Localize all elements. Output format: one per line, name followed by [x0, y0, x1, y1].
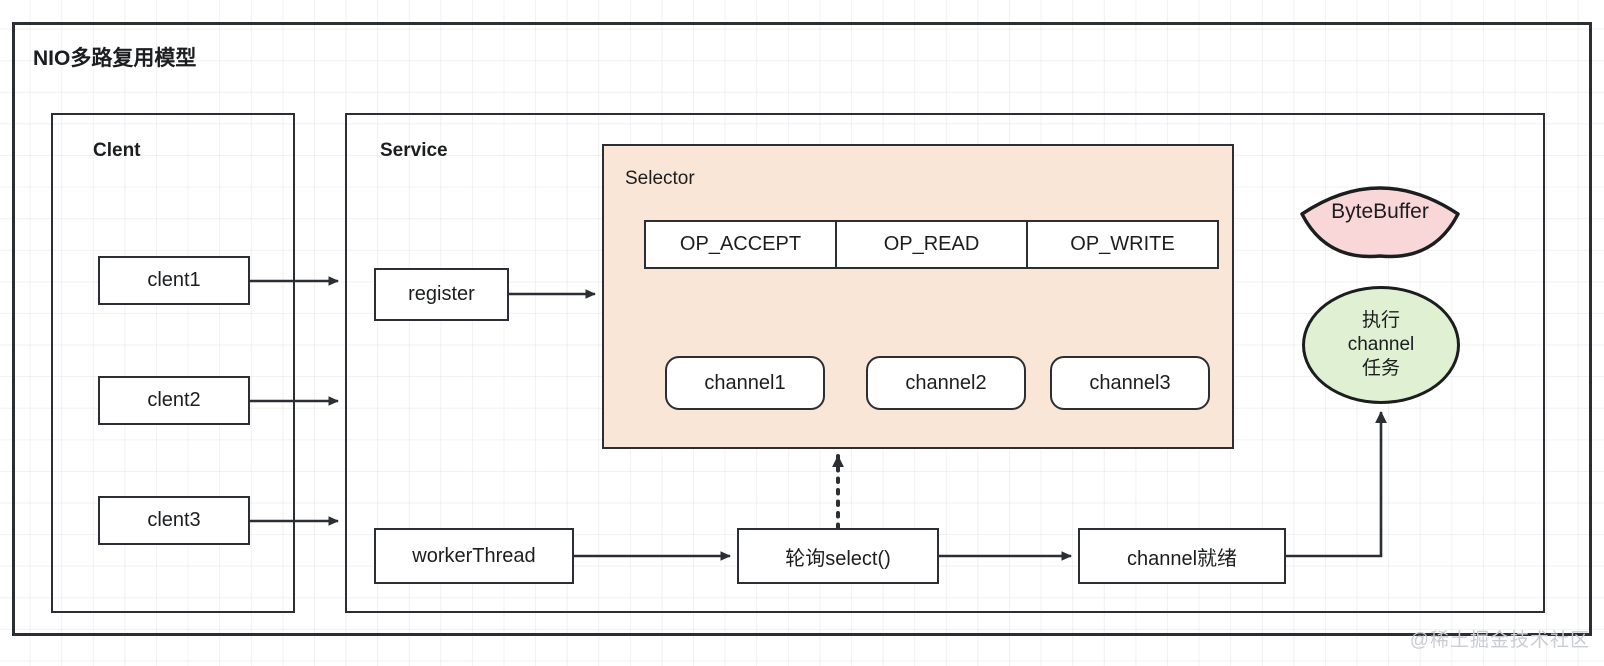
- clent3-node[interactable]: clent3: [98, 496, 250, 545]
- worker-thread-node[interactable]: workerThread: [374, 528, 574, 584]
- select-poll-node[interactable]: 轮询select(): [737, 528, 939, 584]
- clent2-node[interactable]: clent2: [98, 376, 250, 425]
- channel2-node[interactable]: channel2: [866, 356, 1026, 410]
- watermark: @稀土掘金技术社区: [1409, 630, 1590, 651]
- task-line-1: 执行: [1361, 309, 1400, 331]
- channel3-node[interactable]: channel3: [1050, 356, 1210, 410]
- client-section: [51, 113, 295, 613]
- service-section: [345, 113, 1545, 613]
- register-node[interactable]: register: [374, 268, 509, 321]
- channel1-node[interactable]: channel1: [665, 356, 825, 410]
- task-line-2: channel: [1347, 333, 1415, 355]
- selector-title: Selector: [625, 168, 695, 189]
- task-line-3: 任务: [1361, 358, 1400, 380]
- op-interest-row: OP_ACCEPT OP_READ OP_WRITE: [644, 220, 1219, 269]
- outer-frame: [12, 22, 1592, 636]
- service-section-label: Service: [380, 140, 448, 161]
- op-accept-cell[interactable]: OP_ACCEPT: [646, 222, 837, 267]
- bytebuffer-node[interactable]: ByteBuffer: [1294, 166, 1466, 259]
- execute-channel-task-circle[interactable]: 执行 channel 任务: [1302, 286, 1460, 404]
- clent1-node[interactable]: clent1: [98, 256, 250, 305]
- diagram-title: NIO多路复用模型: [33, 47, 197, 70]
- client-section-label: Clent: [93, 140, 141, 161]
- op-write-cell[interactable]: OP_WRITE: [1070, 233, 1175, 255]
- op-read-cell[interactable]: OP_READ: [837, 222, 1028, 267]
- channel-ready-node[interactable]: channel就绪: [1078, 528, 1286, 584]
